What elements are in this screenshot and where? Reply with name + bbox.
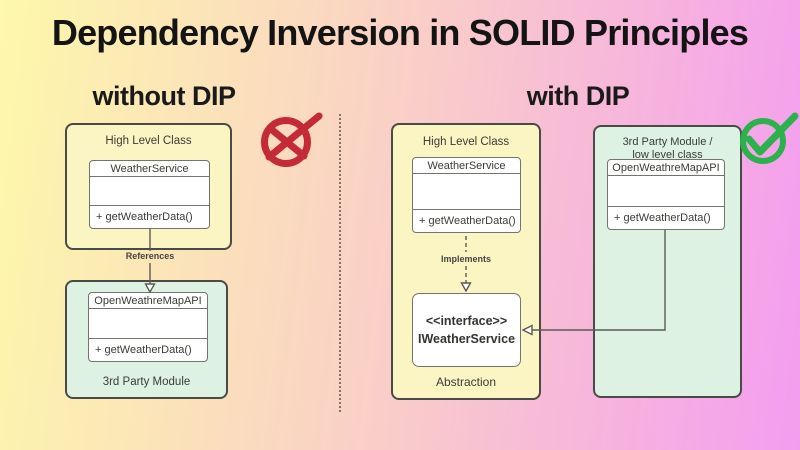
implements-arrow-label: Implements [440,254,491,264]
uml-method: + getWeatherData() [90,205,209,228]
right-high-level-label: High Level Class [422,136,510,148]
uml-attributes-compartment [608,176,724,206]
right-weatherservice-class: WeatherService + getWeatherData() [412,157,521,233]
interface-stereotype: <<interface>> [425,313,508,328]
divider-dotted-line [339,114,341,412]
cross-circle-icon [261,112,323,167]
uml-attributes-compartment [90,177,209,205]
references-arrow-label: References [125,251,175,261]
uml-class-name: OpenWeathreMapAPI [89,293,207,309]
left-weatherservice-class: WeatherService + getWeatherData() [89,160,210,229]
right-third-party-label-line2: low level class [632,149,703,162]
heading-with-dip: with DIP [526,81,630,111]
heading-without-dip: without DIP [92,81,236,111]
uml-method: + getWeatherData() [608,206,724,229]
abstraction-label: Abstraction [435,375,497,389]
uml-attributes-compartment [89,309,207,338]
uml-attributes-compartment [413,174,520,209]
check-circle-icon [740,112,799,164]
left-third-party-label: 3rd Party Module [102,376,191,388]
uml-method: + getWeatherData() [413,209,520,232]
uml-method: + getWeatherData() [89,338,207,361]
left-openweathermap-class: OpenWeathreMapAPI + getWeatherData() [88,292,208,362]
uml-class-name: WeatherService [90,161,209,177]
left-high-level-label: High Level Class [105,135,192,147]
iweatherservice-interface-box: <<interface>> IWeatherService [412,293,521,367]
page-title: Dependency Inversion in SOLID Principles [51,12,749,53]
uml-class-name: WeatherService [413,158,520,174]
right-openweathermap-class: OpenWeathreMapAPI + getWeatherData() [607,159,725,230]
right-third-party-label-line1: 3rd Party Module / [622,136,713,148]
interface-name: IWeatherService [417,332,516,346]
uml-class-name: OpenWeathreMapAPI [608,160,724,176]
